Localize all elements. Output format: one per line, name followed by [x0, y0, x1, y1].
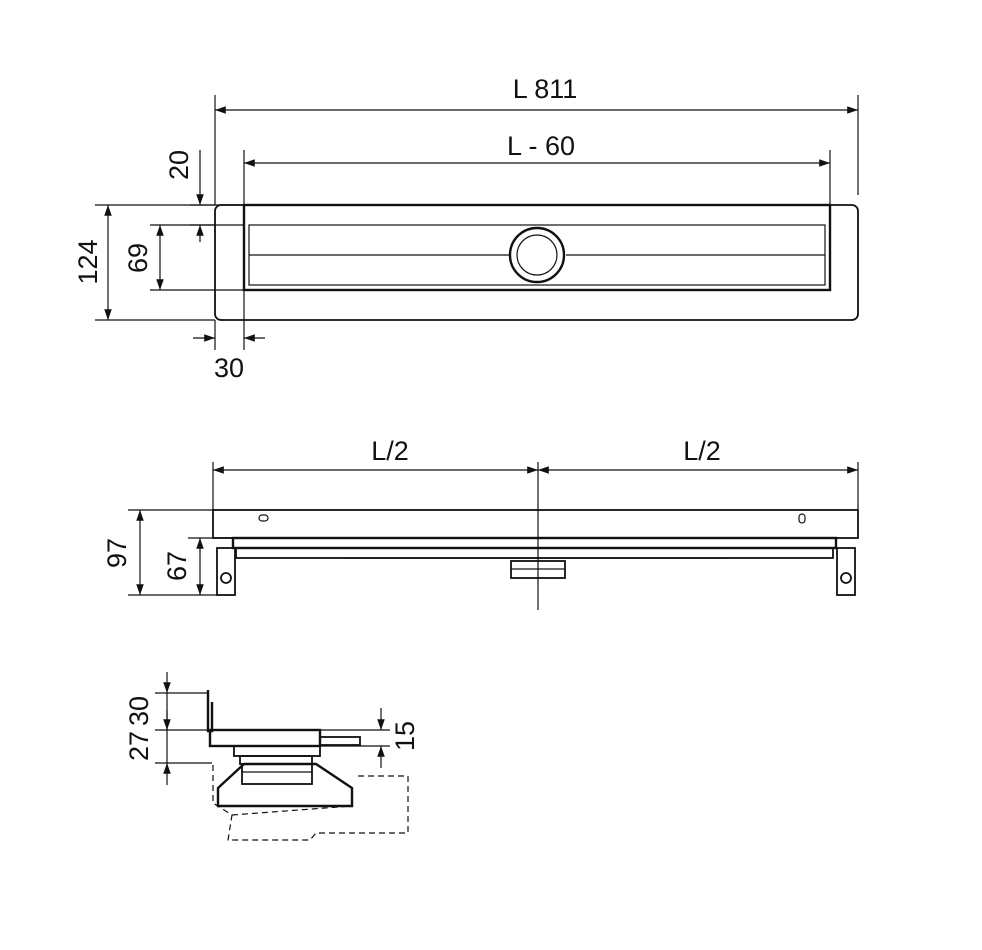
dim-inner-length-label: L - 60 — [507, 131, 575, 161]
side-channel-body — [231, 536, 838, 550]
section-view: 30 27 15 — [124, 672, 420, 841]
section-upstand — [206, 690, 214, 733]
dim-total-height-label: 124 — [73, 239, 103, 284]
side-view: L/2 L/2 97 67 — [102, 436, 859, 610]
section-dashed-housing — [212, 765, 409, 841]
dim-side-total-height-label: 97 — [102, 538, 132, 568]
top-view: L 811 L - 60 20 124 69 — [73, 74, 859, 383]
dim-left-half-label: L/2 — [371, 436, 409, 466]
dim-section-upper-label: 30 — [124, 696, 154, 726]
dim-section-flange-label: 15 — [390, 721, 420, 751]
section-grate — [208, 728, 322, 748]
side-upstand-plate — [212, 509, 859, 539]
dim-channel-height-label: 69 — [123, 243, 153, 273]
dim-section-lower-label: 27 — [124, 731, 154, 761]
right-foot — [836, 547, 856, 596]
left-foot — [216, 547, 236, 596]
dim-side-body-height-label: 67 — [162, 551, 192, 581]
dim-right-half-label: L/2 — [683, 436, 721, 466]
drain-channel-outline — [242, 203, 832, 292]
section-trap-body — [216, 762, 354, 808]
dim-top-offset-label: 20 — [164, 150, 194, 180]
outlet-circle — [508, 226, 566, 284]
dim-side-offset-label: 30 — [214, 353, 244, 383]
dim-total-length-label: L 811 — [513, 74, 578, 104]
drain-top-outline — [214, 204, 859, 321]
